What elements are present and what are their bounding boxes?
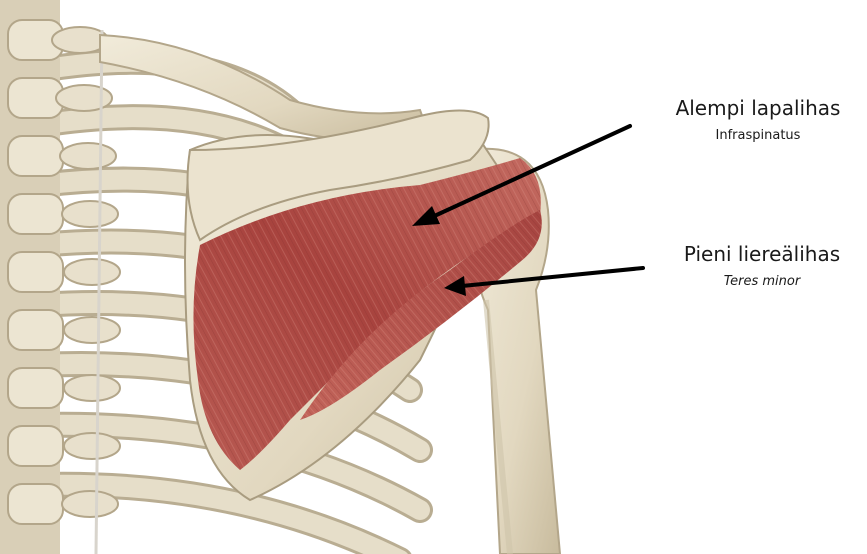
teres-minor-name: Pieni liereälihas (660, 242, 864, 266)
teres-minor-latin-name: Teres minor (660, 272, 864, 292)
infraspinatus-label: Alempi lapalihas Infraspinatus (652, 96, 864, 146)
infraspinatus-name: Alempi lapalihas (652, 96, 864, 120)
infraspinatus-latin-name: Infraspinatus (652, 126, 864, 146)
teres-minor-label: Pieni liereälihas Teres minor (660, 242, 864, 292)
vertebral-column (0, 0, 120, 554)
